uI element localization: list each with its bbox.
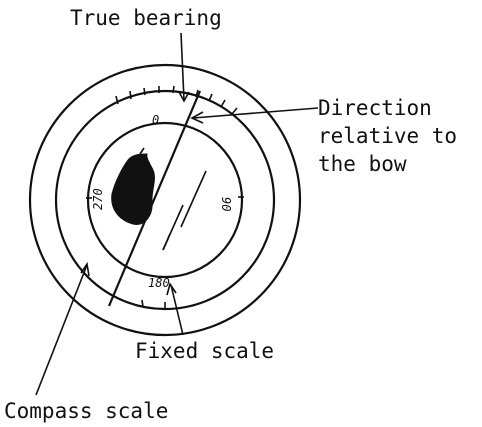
direction-label-line1: Direction <box>318 96 432 120</box>
true-bearing-leader <box>178 32 190 103</box>
direction-label-line2: relative to <box>318 124 457 148</box>
bearing-cursor-line <box>107 90 202 307</box>
fixed-scale-label: Fixed scale <box>135 339 274 363</box>
compass-scale-ticks <box>115 85 238 115</box>
inner-ring <box>86 121 244 279</box>
compass-scale-bottom-ticks <box>141 299 166 309</box>
outer-ring <box>28 63 302 337</box>
scale-number-0: 0 <box>152 113 159 127</box>
target-echo-spur <box>139 147 145 155</box>
true-bearing-label: True bearing <box>70 6 222 30</box>
compass-scale-label: Compass scale <box>4 399 168 423</box>
direction-leader <box>190 107 319 124</box>
scale-number-270: 270 <box>91 188 105 210</box>
compass-scale-leader <box>35 261 90 396</box>
scale-number-180: 180 <box>148 276 170 290</box>
direction-label-line3: the bow <box>318 152 407 176</box>
fixed-scale-leader <box>166 282 184 336</box>
scale-number-90: 90 <box>219 197 233 211</box>
inner-heading-marker <box>162 170 207 251</box>
